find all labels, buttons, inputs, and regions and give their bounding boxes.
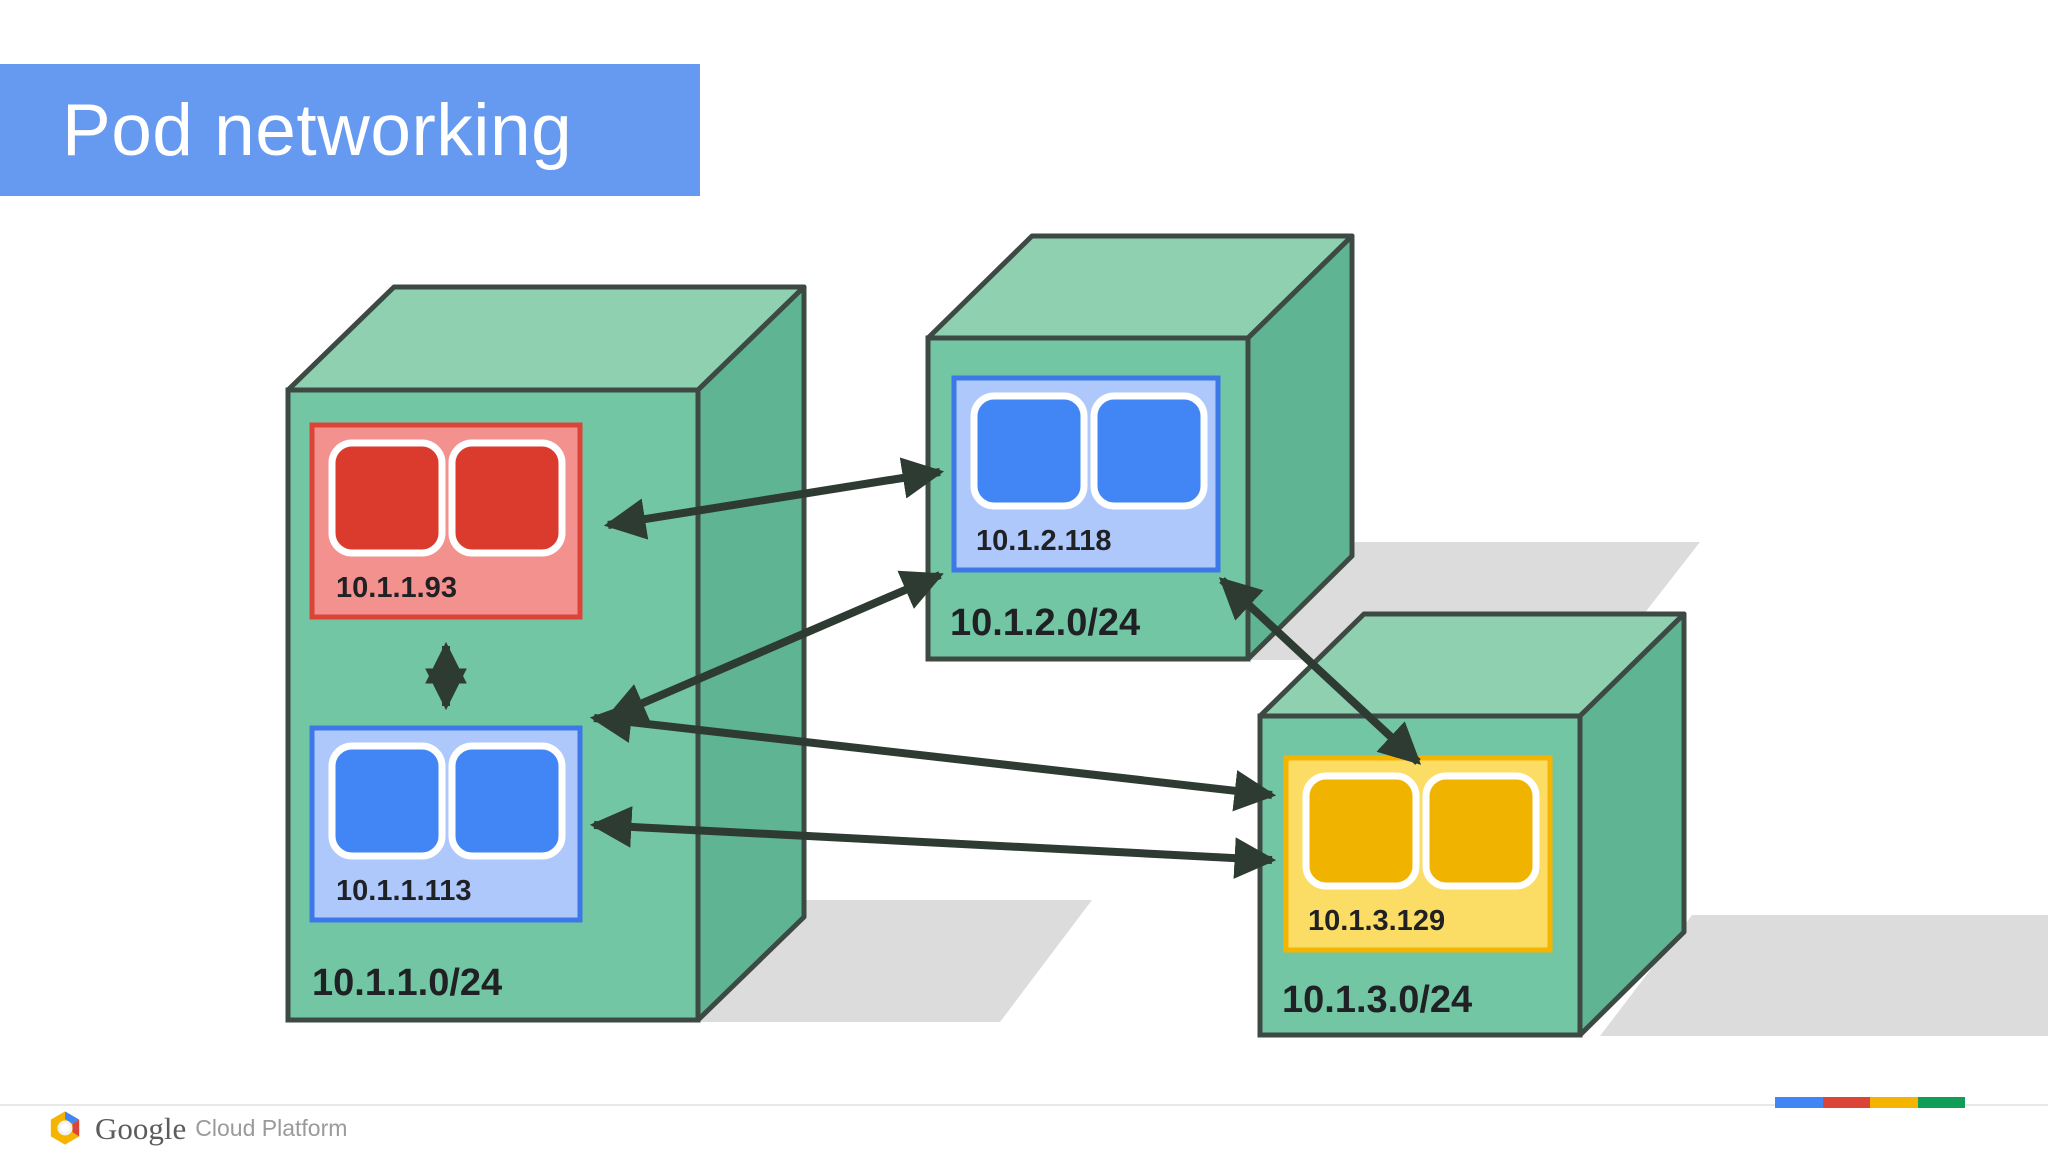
pod-10-1-2-118-container-1 — [970, 392, 1088, 510]
pod-10-1-3-129-container-2 — [1422, 772, 1540, 890]
pod-10-1-1-93-ip-label: 10.1.1.93 — [336, 572, 457, 604]
footer-divider — [0, 1104, 2048, 1106]
pod-10-1-3-129-container-1 — [1302, 772, 1420, 890]
node-2-cube[interactable]: 10.1.2.118 10.1.2.0/24 — [925, 233, 1355, 662]
color-bar-yellow — [1870, 1097, 1918, 1108]
google-cloud-platform-logo: Google Cloud Platform — [45, 1106, 347, 1150]
color-bar-blue — [1775, 1097, 1823, 1108]
pod-10-1-2-118-container-2 — [1090, 392, 1208, 510]
slide-title-banner: Pod networking — [0, 64, 700, 196]
node-3-cube[interactable]: 10.1.3.129 10.1.3.0/24 — [1257, 611, 1687, 1038]
brand-google-word: Google — [95, 1110, 187, 1146]
pod-10-1-3-129-ip-label: 10.1.3.129 — [1308, 905, 1445, 937]
color-bar-red — [1822, 1097, 1870, 1108]
color-bar-green — [1917, 1097, 1965, 1108]
conn-pod113-pod129[interactable] — [589, 806, 1277, 879]
pod-10-1-1-93[interactable]: 10.1.1.93 — [309, 422, 583, 620]
shadow-node-3 — [1600, 915, 2048, 1036]
brand-cloud-platform-word: Cloud Platform — [195, 1114, 348, 1141]
pod-10-1-1-93-container-2 — [448, 439, 566, 557]
pod-10-1-2-118[interactable]: 10.1.2.118 — [951, 375, 1221, 573]
conn-pod113-pod129-alt[interactable] — [589, 701, 1277, 812]
pod-10-1-3-129[interactable]: 10.1.3.129 — [1283, 755, 1553, 953]
pod-10-1-1-113-container-2 — [448, 742, 566, 860]
node-3-subnet-label: 10.1.3.0/24 — [1282, 979, 1472, 1021]
node-1-subnet-label: 10.1.1.0/24 — [312, 962, 502, 1004]
pod-10-1-2-118-ip-label: 10.1.2.118 — [976, 525, 1111, 557]
pod-10-1-1-93-container-1 — [328, 439, 446, 557]
pod-10-1-1-113[interactable]: 10.1.1.113 — [309, 725, 583, 923]
google-cloud-hexagon-icon — [50, 1111, 80, 1145]
conn-pod113-pod118[interactable] — [604, 570, 944, 723]
conn-pod93-pod118[interactable] — [603, 457, 945, 540]
node-1-cube[interactable]: 10.1.1.93 10.1.1.113 10.1.1.0/24 — [285, 284, 807, 1023]
pod-10-1-1-113-container-1 — [328, 742, 446, 860]
pod-10-1-1-113-ip-label: 10.1.1.113 — [336, 875, 471, 907]
connection-arrows — [425, 457, 1422, 879]
node-2-subnet-label: 10.1.2.0/24 — [950, 602, 1140, 644]
page-title: Pod networking — [62, 89, 573, 171]
google-color-bar — [1775, 1097, 1965, 1108]
conn-pod118-pod129[interactable] — [1218, 577, 1422, 765]
